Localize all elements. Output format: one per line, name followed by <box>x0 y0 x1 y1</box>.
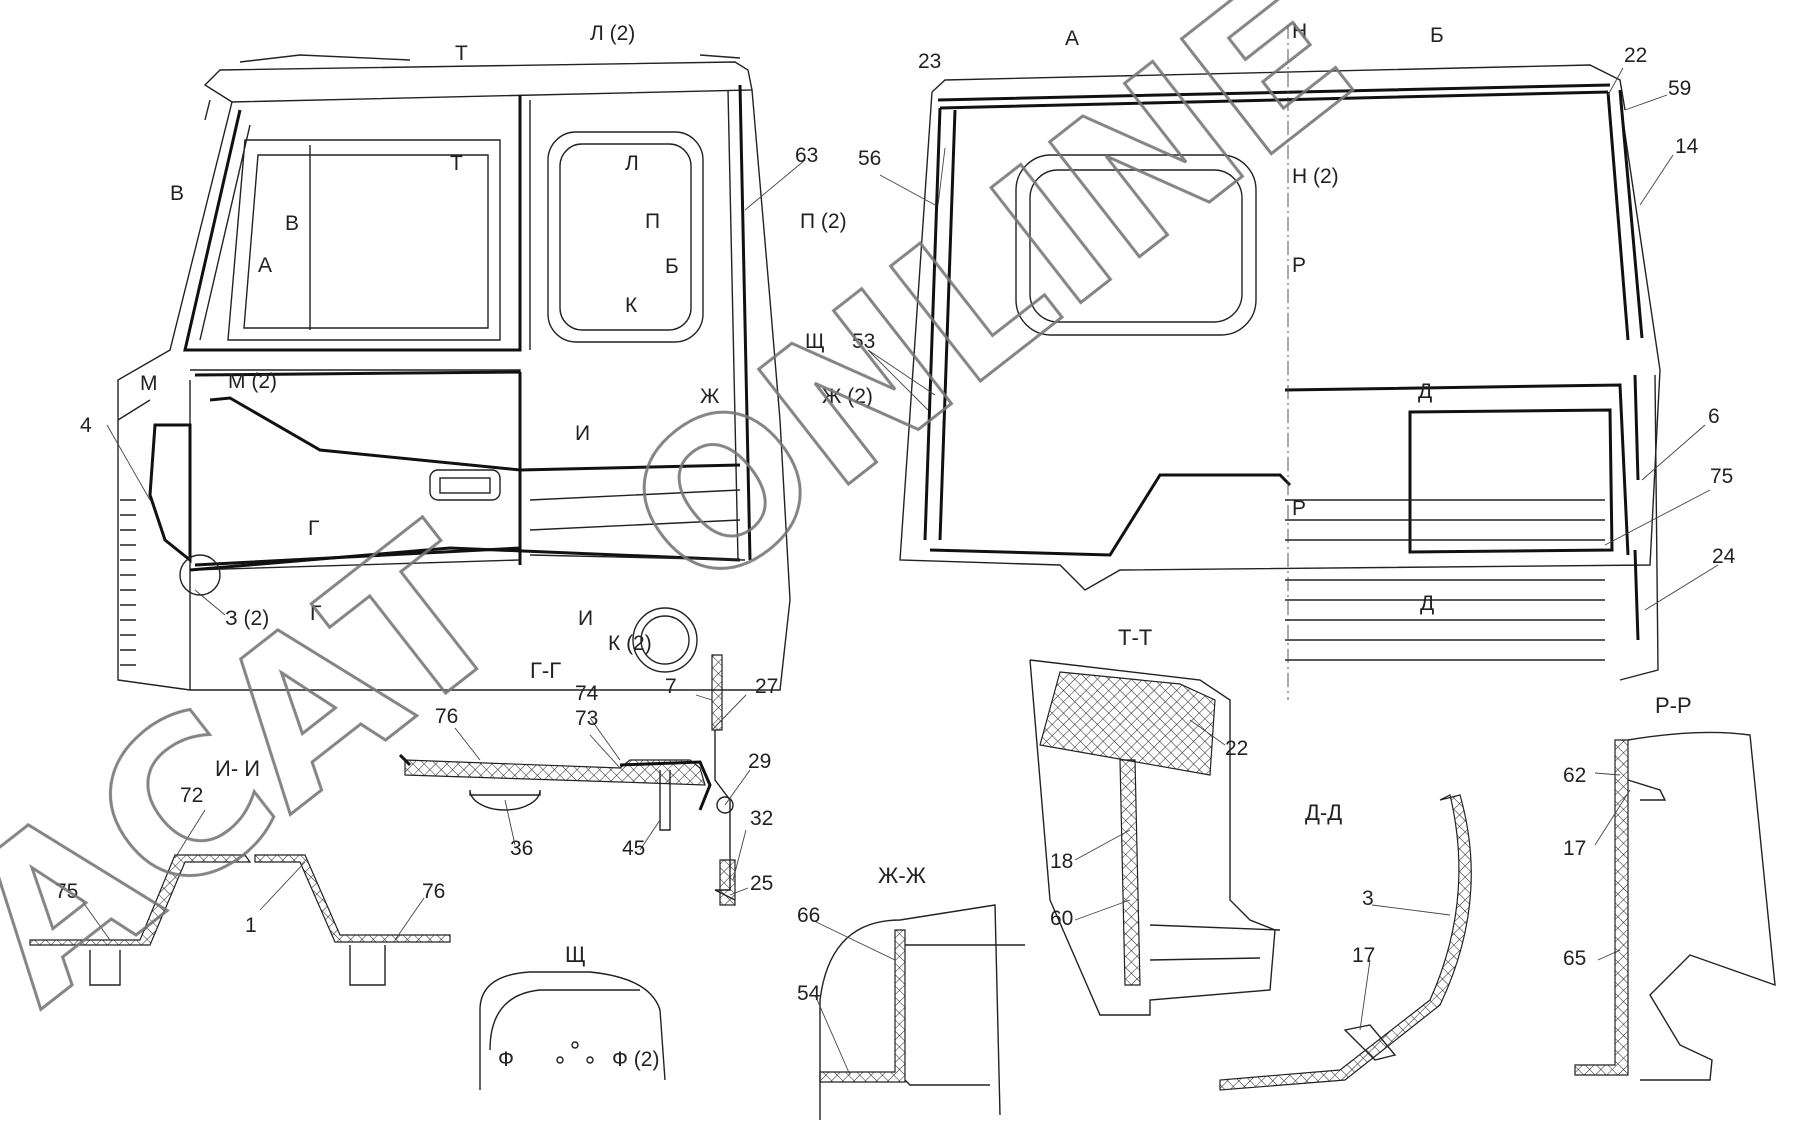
zhzh-callout-54: 54 <box>797 982 821 1005</box>
callout-56: 56 <box>858 147 881 170</box>
section-g-g <box>398 654 736 906</box>
callout-22: 22 <box>1624 44 1647 67</box>
section-r-r <box>1574 731 1776 1081</box>
marker-z2: З (2) <box>225 607 269 630</box>
gg-callout-36: 36 <box>510 837 533 860</box>
tt-callout-18: 18 <box>1050 850 1073 873</box>
section-gg-title: Г-Г <box>530 658 561 683</box>
left-view-labels: Т Л (2) Т Л В В А П П (2) Б К Щ М М (2) … <box>80 22 875 655</box>
gg-callout-7: 7 <box>665 675 677 698</box>
gg-callout-45: 45 <box>622 837 645 860</box>
marker-n: Н <box>1292 20 1307 43</box>
section-t-t <box>1029 659 1281 1016</box>
gg-callout-74: 74 <box>575 682 599 705</box>
marker-m: М <box>140 372 158 395</box>
gg-callout-25: 25 <box>750 872 773 895</box>
marker-zh: Ж <box>700 385 720 408</box>
marker-shch: Щ <box>805 330 825 353</box>
marker-m2: М (2) <box>228 370 277 393</box>
section-ii-title: И- И <box>215 756 260 781</box>
section-zh-zh <box>819 904 1025 1120</box>
tt-callout-60: 60 <box>1050 907 1073 930</box>
ii-callout-72: 72 <box>180 784 203 807</box>
gg-callout-73: 73 <box>575 707 598 730</box>
marker-l: Л <box>625 152 639 175</box>
ii-callout-1: 1 <box>245 914 257 937</box>
dd-callout-3: 3 <box>1362 887 1374 910</box>
marker-b: Б <box>665 255 679 278</box>
tt-callout-22: 22 <box>1225 737 1248 760</box>
marker-g-low: Г <box>310 602 321 625</box>
marker-r-low: Р <box>1292 497 1306 520</box>
callout-14: 14 <box>1675 135 1699 158</box>
callout-59: 59 <box>1668 77 1691 100</box>
ii-callout-76: 76 <box>422 880 445 903</box>
leader-lines <box>79 67 1719 1076</box>
marker-a-top: А <box>1065 27 1079 50</box>
rr-callout-62: 62 <box>1563 764 1586 787</box>
callout-4: 4 <box>80 414 92 437</box>
marker-p: П <box>645 210 660 233</box>
right-cab-view <box>899 25 1661 700</box>
dd-callout-17: 17 <box>1352 944 1375 967</box>
callout-75: 75 <box>1710 465 1733 488</box>
shch-label-f2: Ф (2) <box>612 1048 659 1071</box>
rear-wall-ribs <box>1285 499 1605 661</box>
marker-v-inner: В <box>285 212 299 235</box>
grille-slats <box>120 499 136 666</box>
gg-callout-27: 27 <box>755 675 778 698</box>
marker-n2: Н (2) <box>1292 165 1339 188</box>
marker-k: К <box>625 294 638 317</box>
watermark-online: ONLINE <box>586 0 1394 638</box>
left-cab-view <box>117 54 791 691</box>
marker-v-outer: В <box>170 182 184 205</box>
rr-callout-17: 17 <box>1563 837 1586 860</box>
section-rr-title: Р-Р <box>1655 693 1692 718</box>
marker-t-top: Т <box>455 42 468 65</box>
marker-t-mid: Т <box>450 152 463 175</box>
section-shch-title: Щ <box>565 942 586 967</box>
section-i-i <box>29 854 451 986</box>
marker-b-top: Б <box>1430 24 1444 47</box>
shch-label-f: Ф <box>498 1048 514 1071</box>
marker-d: Д <box>1418 380 1432 403</box>
section-shch <box>479 971 666 1090</box>
callout-63: 63 <box>795 144 818 167</box>
callout-23: 23 <box>918 50 941 73</box>
section-dd-title: Д-Д <box>1305 800 1342 825</box>
callout-6: 6 <box>1708 405 1720 428</box>
rr-callout-65: 65 <box>1563 947 1586 970</box>
callout-53: 53 <box>852 330 875 353</box>
marker-d-low: Д <box>1420 592 1434 615</box>
marker-p2: П (2) <box>800 210 847 233</box>
section-tt-title: Т-Т <box>1118 625 1152 650</box>
marker-a: А <box>258 254 272 277</box>
section-d-d <box>1219 794 1472 1091</box>
marker-l2: Л (2) <box>590 22 635 45</box>
marker-g: Г <box>308 517 319 540</box>
watermark: ACAT ONLINE <box>0 0 1396 1051</box>
marker-zh2: Ж (2) <box>822 385 873 408</box>
marker-i-low: И <box>578 607 593 630</box>
marker-i: И <box>575 422 590 445</box>
ii-callout-75: 75 <box>55 880 78 903</box>
section-labels: Г-Г 76 74 73 7 27 29 32 25 45 36 И- И 72… <box>55 625 1692 1071</box>
section-zhzh-title: Ж-Ж <box>878 863 927 888</box>
right-view-labels: А Н Б Н (2) Р Д Р Д 23 56 22 59 14 6 75 … <box>858 20 1736 615</box>
gg-callout-29: 29 <box>748 750 771 773</box>
marker-k2: К (2) <box>608 632 652 655</box>
gg-callout-32: 32 <box>750 807 773 830</box>
marker-r: Р <box>1292 254 1306 277</box>
callout-24: 24 <box>1712 545 1736 568</box>
gg-callout-76: 76 <box>435 705 458 728</box>
zhzh-callout-66: 66 <box>797 904 820 927</box>
